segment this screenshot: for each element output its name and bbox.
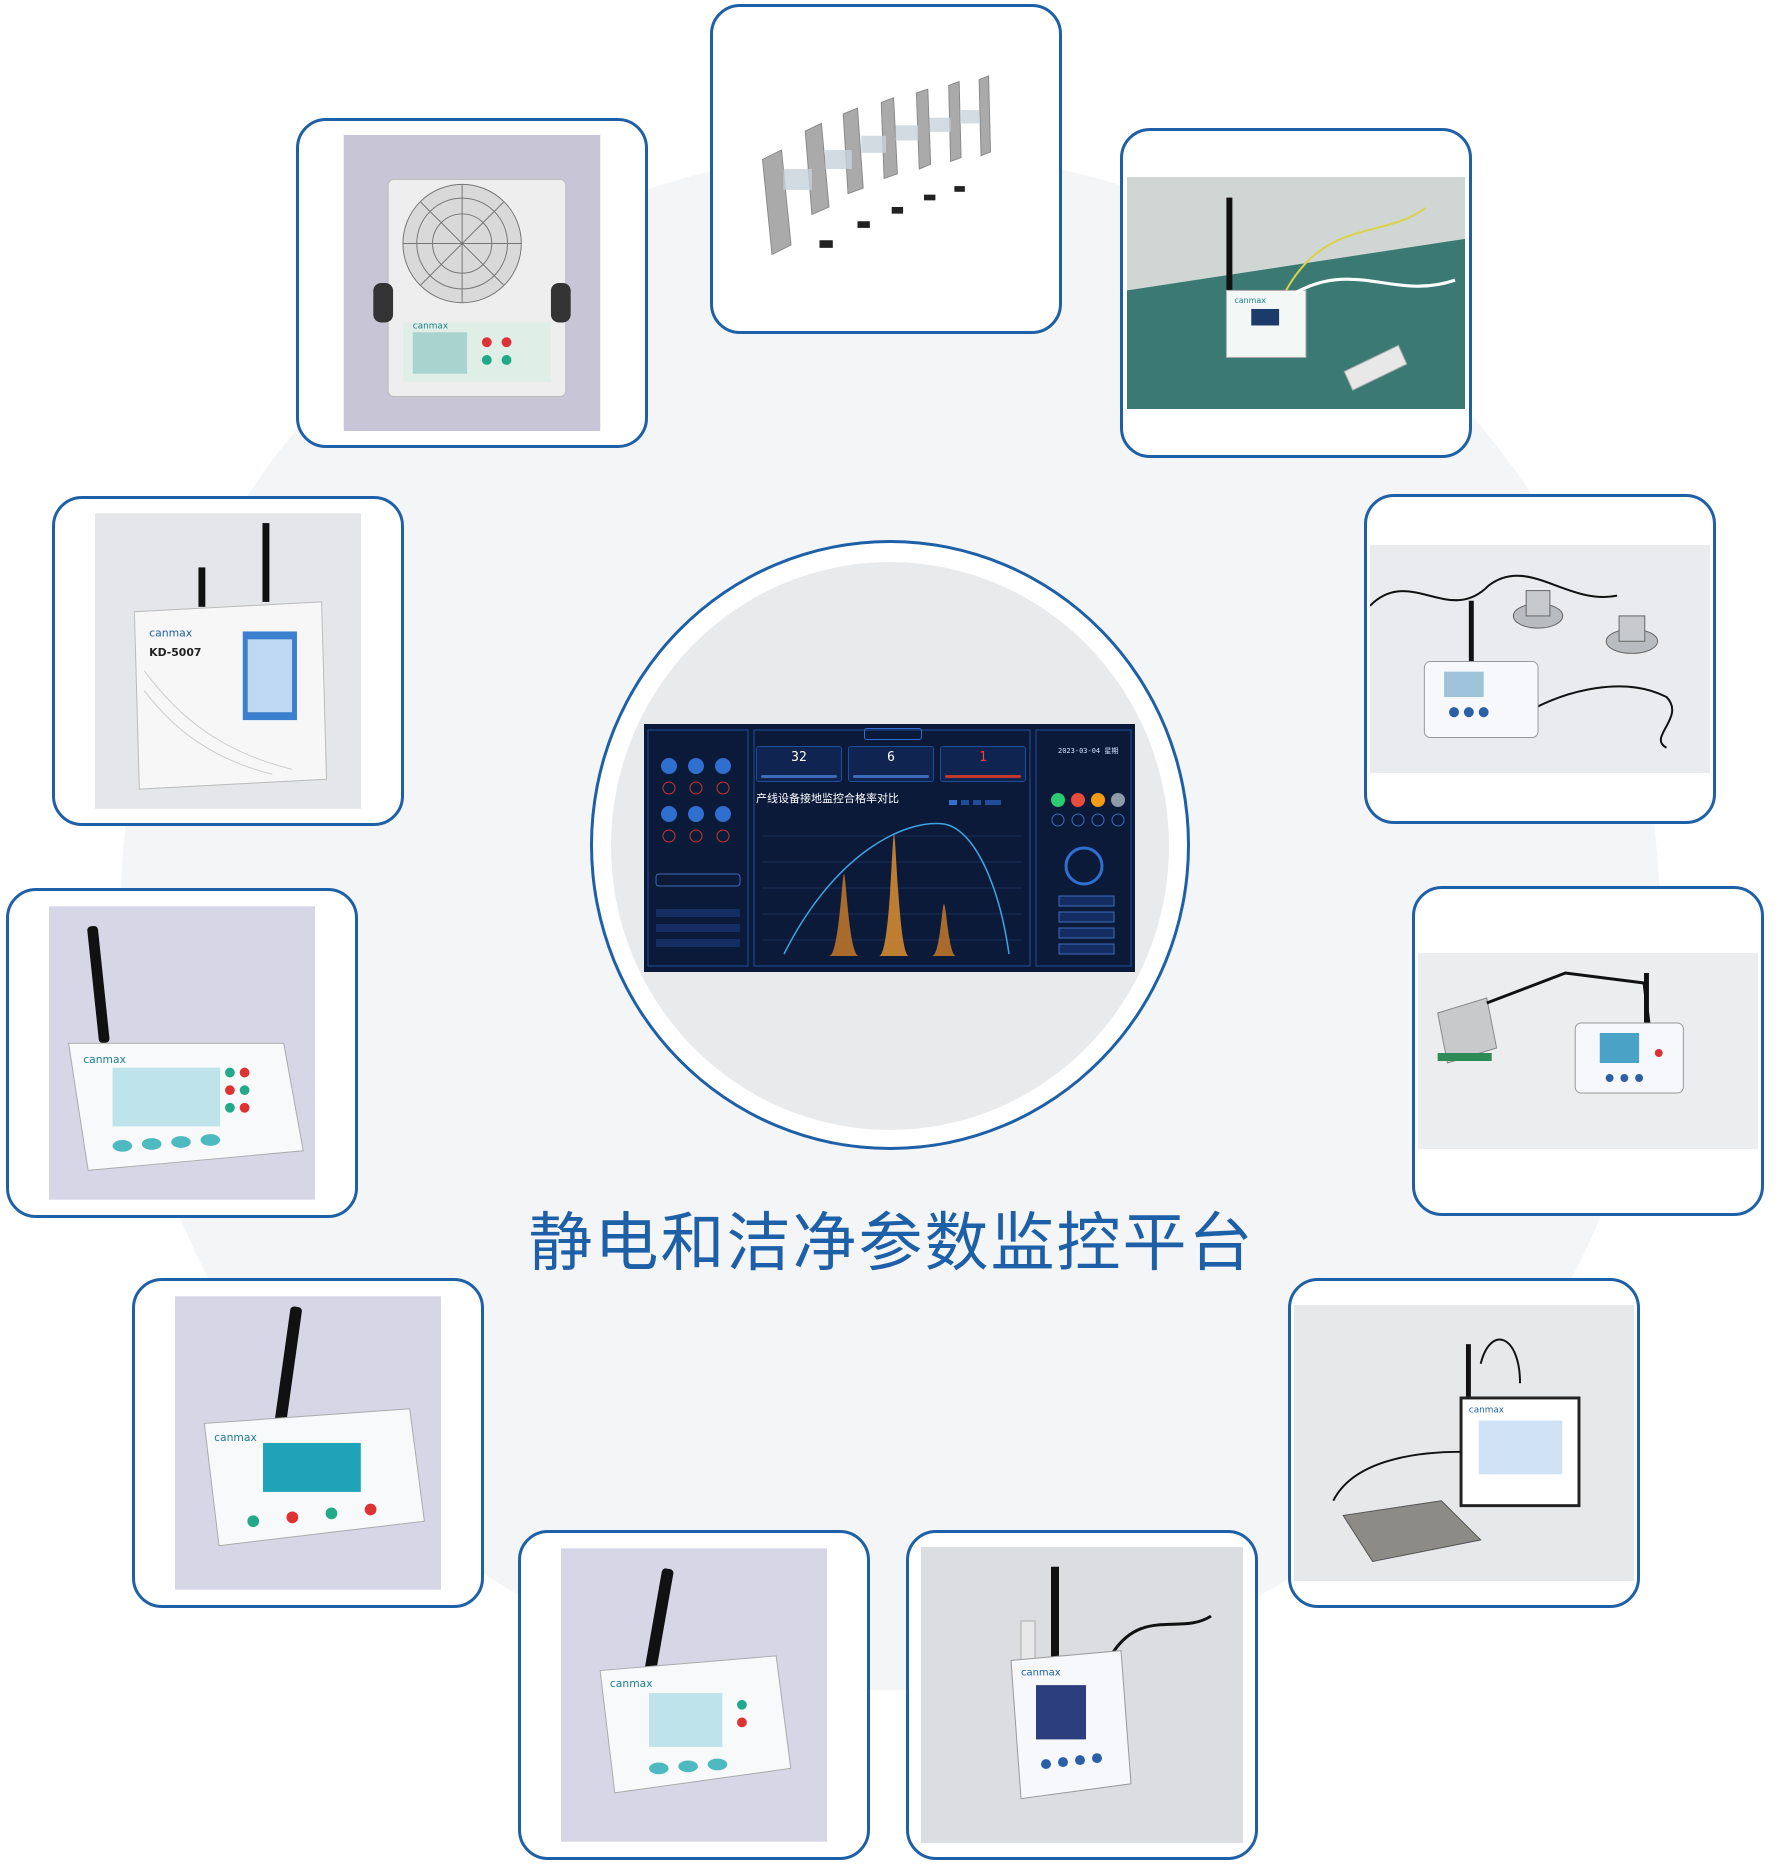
dual-probe-image bbox=[1370, 545, 1710, 773]
stat-box-2: 6 bbox=[848, 746, 934, 782]
stat-label-bar-1 bbox=[761, 775, 837, 778]
stat-label-bar-3 bbox=[945, 775, 1021, 778]
ion-fan-image: canmax bbox=[339, 135, 605, 431]
bench-monitor-image: canmax bbox=[1127, 177, 1465, 409]
device-card-multichannel-b[interactable]: canmax bbox=[132, 1278, 484, 1608]
svg-text:canmax: canmax bbox=[1469, 1406, 1504, 1416]
svg-text:canmax: canmax bbox=[413, 321, 448, 331]
panel-sensor-image bbox=[1418, 953, 1758, 1149]
device-card-multichannel-a[interactable]: canmax bbox=[6, 888, 358, 1218]
multichannel-a-image: canmax bbox=[49, 905, 315, 1201]
svg-text:canmax: canmax bbox=[83, 1053, 126, 1066]
device-card-dual-probe[interactable] bbox=[1364, 494, 1716, 824]
dashboard-chart-title: 产线设备接地监控合格率对比 bbox=[756, 792, 899, 805]
device-card-kd5007[interactable]: canmax KD-5007 bbox=[52, 496, 404, 826]
multichannel-b-image: canmax bbox=[175, 1295, 441, 1591]
dashboard-graphics bbox=[647, 729, 1132, 967]
svg-text:canmax: canmax bbox=[1021, 1667, 1061, 1678]
svg-text:canmax: canmax bbox=[610, 1677, 653, 1690]
platform-title: 静电和洁净参数监控平台 bbox=[528, 1207, 1255, 1281]
dashboard-date: 2023-03-04 星期 bbox=[1058, 747, 1119, 755]
device-card-bench-monitor[interactable]: canmax bbox=[1120, 128, 1472, 458]
svg-text:canmax: canmax bbox=[214, 1431, 257, 1444]
stat-label-bar-2 bbox=[853, 775, 929, 778]
stat-value-2: 6 bbox=[887, 750, 895, 765]
turnstile-image bbox=[753, 21, 1019, 317]
stat-box-1: 32 bbox=[756, 746, 842, 782]
svg-text:canmax: canmax bbox=[149, 626, 193, 639]
stat-value-3: 1 bbox=[979, 750, 987, 765]
device-card-turnstile[interactable] bbox=[710, 4, 1062, 334]
stat-value-1: 32 bbox=[791, 750, 807, 765]
plate-monitor-image: canmax bbox=[1294, 1305, 1634, 1581]
device-card-temp-humidity[interactable]: canmax bbox=[906, 1530, 1258, 1860]
svg-text:canmax: canmax bbox=[1234, 295, 1266, 305]
device-card-panel-sensor[interactable] bbox=[1412, 886, 1764, 1216]
svg-text:KD-5007: KD-5007 bbox=[149, 646, 201, 659]
device-card-plate-monitor[interactable]: canmax bbox=[1288, 1278, 1640, 1608]
lcd-monitor-image: canmax bbox=[561, 1547, 827, 1843]
dashboard-title-tab[interactable] bbox=[864, 728, 922, 740]
temp-humidity-image: canmax bbox=[921, 1547, 1243, 1843]
device-card-lcd-monitor[interactable]: canmax bbox=[518, 1530, 870, 1860]
stat-box-3: 1 bbox=[940, 746, 1026, 782]
monitoring-dashboard-screenshot[interactable]: 32 6 1 2023-03-04 星期 产线设备接地监控合格率对比 bbox=[644, 724, 1135, 972]
device-card-ion-fan[interactable]: canmax bbox=[296, 118, 648, 448]
kd5007-image: canmax KD-5007 bbox=[95, 513, 361, 809]
